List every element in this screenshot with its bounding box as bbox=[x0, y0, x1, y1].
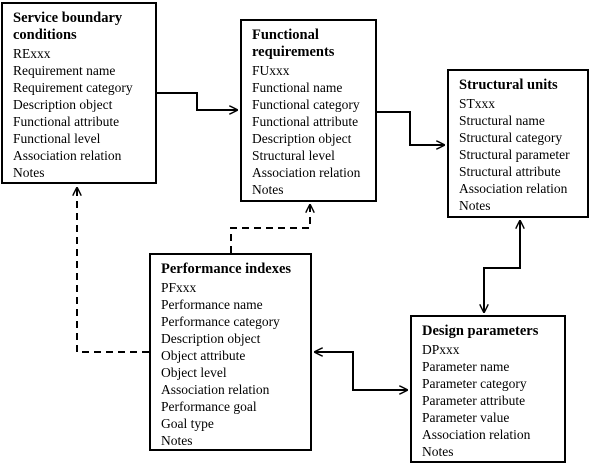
connector-functional-to-structural bbox=[377, 111, 444, 145]
functional-field: Notes bbox=[252, 182, 284, 197]
structural-field: Structural attribute bbox=[459, 164, 561, 179]
performance-field: PFxxx bbox=[161, 280, 197, 295]
performance-field: Goal type bbox=[161, 416, 214, 431]
performance-field: Object level bbox=[161, 365, 227, 380]
service-field: Requirement name bbox=[13, 63, 116, 78]
service-field: Description object bbox=[13, 97, 113, 112]
service-field: Functional attribute bbox=[13, 114, 120, 129]
design-field: Parameter name bbox=[422, 359, 510, 374]
performance-field: Notes bbox=[161, 433, 193, 448]
connector-performance-to-service bbox=[77, 188, 149, 353]
performance-box-title: Performance indexes bbox=[161, 261, 292, 277]
connector-structural-design bbox=[484, 221, 520, 312]
design-field: DPxxx bbox=[422, 342, 460, 357]
functional-field: Association relation bbox=[252, 165, 361, 180]
design-field: Parameter attribute bbox=[422, 393, 526, 408]
connector-service-to-functional bbox=[157, 92, 237, 110]
service-box-title: Service boundary conditions bbox=[13, 10, 123, 43]
performance-indexes-box: Performance indexes PFxxx Performance na… bbox=[149, 253, 312, 451]
performance-field: Performance category bbox=[161, 314, 280, 329]
design-field: Parameter value bbox=[422, 410, 510, 425]
functional-field: Structural level bbox=[252, 148, 335, 163]
performance-field: Performance name bbox=[161, 297, 263, 312]
connector-performance-to-functional bbox=[230, 205, 310, 253]
functional-field: Functional name bbox=[252, 80, 343, 95]
design-field: Association relation bbox=[422, 427, 531, 442]
connector-performance-design bbox=[315, 352, 407, 390]
functional-box-title: Functional requirements bbox=[252, 27, 335, 60]
design-field: Parameter category bbox=[422, 376, 527, 391]
functional-field: FUxxx bbox=[252, 63, 290, 78]
functional-field: Functional category bbox=[252, 97, 360, 112]
structural-field: Association relation bbox=[459, 181, 568, 196]
structural-box-title: Structural units bbox=[459, 77, 558, 93]
functional-field: Functional attribute bbox=[252, 114, 359, 129]
performance-field: Description object bbox=[161, 331, 261, 346]
structural-field: Structural name bbox=[459, 113, 545, 128]
service-field: Notes bbox=[13, 165, 45, 180]
service-field: Association relation bbox=[13, 148, 122, 163]
service-field: Requirement category bbox=[13, 80, 133, 95]
design-field: Notes bbox=[422, 444, 454, 459]
structural-units-box: Structural units STxxx Structural name S… bbox=[447, 69, 589, 218]
performance-field: Performance goal bbox=[161, 399, 257, 414]
structural-field: Structural parameter bbox=[459, 147, 570, 162]
service-field: Functional level bbox=[13, 131, 101, 146]
performance-field: Association relation bbox=[161, 382, 270, 397]
structural-field: Notes bbox=[459, 198, 491, 213]
functional-field: Description object bbox=[252, 131, 352, 146]
design-box-title: Design parameters bbox=[422, 323, 539, 339]
service-boundary-conditions-box: Service boundary conditions RExxx Requir… bbox=[1, 2, 157, 184]
structural-field: STxxx bbox=[459, 96, 496, 111]
structural-field: Structural category bbox=[459, 130, 563, 145]
performance-field: Object attribute bbox=[161, 348, 246, 363]
functional-requirements-box: Functional requirements FUxxx Functional… bbox=[240, 19, 377, 202]
design-parameters-box: Design parameters DPxxx Parameter name P… bbox=[410, 315, 566, 463]
service-field: RExxx bbox=[13, 46, 51, 61]
